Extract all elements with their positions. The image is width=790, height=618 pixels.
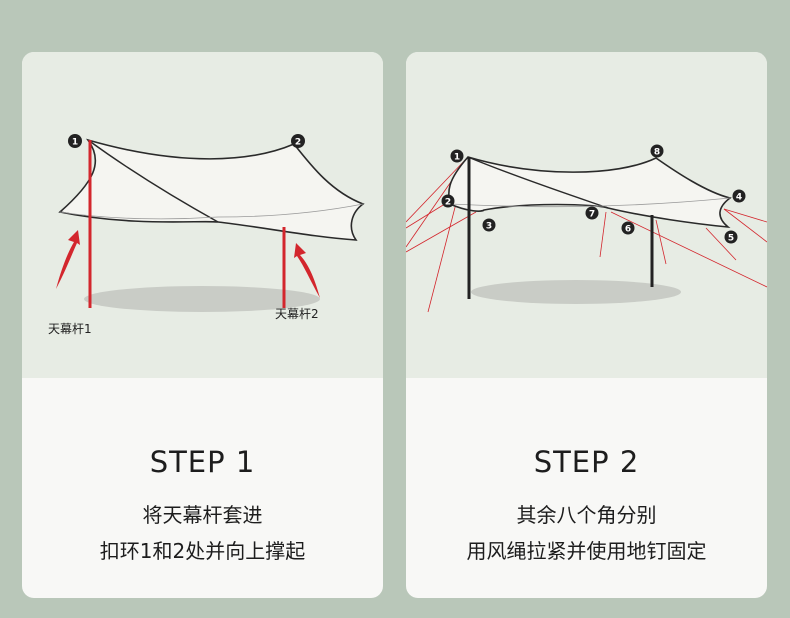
svg-text:2: 2 [445,198,451,208]
marker-4-icon [732,189,746,203]
step2-desc-line2: 用风绳拉紧并使用地钉固定 [466,539,707,563]
marker-3-icon [482,218,496,232]
guy-ropes [406,156,767,313]
step2-desc-line1: 其余八个角分别 [516,503,657,527]
marker-8-icon [650,144,664,158]
svg-text:5: 5 [728,234,734,244]
arrow-up-icon [294,243,320,298]
marker-1-icon [68,134,82,148]
step1-desc-line1: 将天幕杆套进 [142,503,263,527]
pole-label-2: 天幕杆2 [275,307,319,321]
tarp [58,138,365,241]
svg-text:7: 7 [589,210,595,220]
step1-card: 1 2 天幕杆1 天幕杆2 STEP 1 将天幕杆套进 扣环1和2处并向上撑起 [22,52,383,598]
marker-1-icon [450,149,464,163]
marker-5-icon [724,230,738,244]
step2-title: STEP 2 [533,445,640,479]
step1-tarp-diagram: 1 2 天幕杆1 天幕杆2 [48,134,365,336]
svg-text:2: 2 [295,138,301,148]
svg-text:1: 1 [454,153,460,163]
svg-text:1: 1 [72,138,78,148]
ground-shadow [84,286,320,312]
pole-label-1: 天幕杆1 [48,322,92,336]
step2-illustration: 1 2 3 4 5 6 7 8 [406,52,767,378]
svg-text:3: 3 [486,222,492,232]
marker-2-icon [441,194,455,208]
step2-card: 1 2 3 4 5 6 7 8 STEP 2 其余八个角分别 用风绳拉紧并使用地… [406,52,767,598]
step1-illustration: 1 2 天幕杆1 天幕杆2 [22,52,383,378]
marker-7-icon [585,206,599,220]
svg-text:8: 8 [654,148,660,158]
svg-text:6: 6 [625,225,631,235]
marker-2-icon [291,134,305,148]
svg-text:4: 4 [736,193,742,203]
ground-shadow [471,280,681,304]
arrow-up-icon [56,230,80,289]
step1-title: STEP 1 [149,445,256,479]
marker-6-icon [621,221,635,235]
step1-desc-line2: 扣环1和2处并向上撑起 [99,539,306,563]
step2-tarp-diagram: 1 2 3 4 5 6 7 8 [406,144,767,313]
